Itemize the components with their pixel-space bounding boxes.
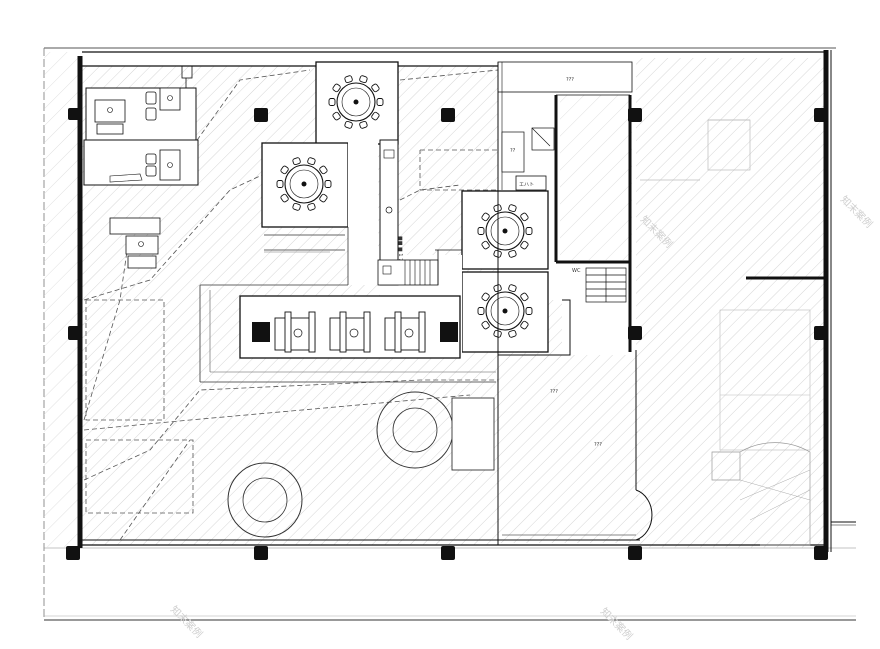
- chair: [481, 212, 490, 222]
- chair: [520, 320, 529, 330]
- chair: [307, 202, 316, 211]
- chair: [508, 249, 517, 258]
- table-turntable: [490, 216, 520, 246]
- chair: [328, 98, 336, 106]
- chair: [508, 204, 517, 213]
- chair: [344, 75, 353, 84]
- core-label: ■■ ■ 1 7: [397, 236, 403, 261]
- label-room-b: ???: [594, 442, 602, 448]
- chair: [477, 227, 485, 235]
- chair: [344, 120, 353, 129]
- chair: [371, 111, 380, 121]
- round-tables: [276, 75, 533, 338]
- watermark-2: 知末案例: [838, 193, 875, 230]
- chair: [525, 227, 533, 235]
- chair: [307, 157, 316, 166]
- left-exterior-hatch: [44, 52, 78, 547]
- middle-rooms: [497, 61, 653, 545]
- chair: [520, 212, 529, 222]
- table-center: [502, 308, 508, 314]
- chair: [508, 329, 517, 338]
- table-center: [353, 99, 359, 105]
- watermark-4: 知末案例: [598, 605, 635, 642]
- stair-small: [585, 267, 627, 303]
- booth-row: [239, 295, 461, 359]
- chair: [371, 83, 380, 93]
- right-zone: [640, 119, 826, 546]
- label-counter: エハト: [519, 182, 534, 188]
- right-upper-hatch: [560, 95, 632, 260]
- chair: [280, 165, 289, 175]
- right-floor-hatch: [636, 58, 826, 548]
- middle-floor-hatch: [498, 355, 638, 543]
- table-center: [301, 181, 307, 187]
- table-center: [502, 228, 508, 234]
- exterior-walls: [77, 50, 856, 552]
- label-top-room: ???: [566, 77, 574, 83]
- room-labels: ??? ?? エハト WC ??? ???: [510, 77, 602, 448]
- chair: [508, 284, 517, 293]
- table-turntable: [289, 169, 319, 199]
- chair: [292, 202, 301, 211]
- chair: [292, 157, 301, 166]
- chair: [332, 111, 341, 121]
- round-table-1: [328, 75, 384, 129]
- chair: [280, 193, 289, 203]
- chair: [520, 292, 529, 302]
- chair: [276, 180, 284, 188]
- table-turntable: [490, 296, 520, 326]
- chair: [477, 307, 485, 315]
- chair: [376, 98, 384, 106]
- chair: [481, 292, 490, 302]
- office-area: [83, 65, 199, 269]
- label-room-a: ???: [550, 389, 558, 395]
- chair: [319, 193, 328, 203]
- chair: [332, 83, 341, 93]
- round-table-3: [477, 204, 533, 258]
- chair: [359, 75, 368, 84]
- watermark-3: 知末案例: [168, 603, 205, 640]
- chair: [324, 180, 332, 188]
- table-turntable: [341, 87, 371, 117]
- round-table-2: [276, 157, 332, 211]
- chair: [481, 240, 490, 250]
- chair: [359, 120, 368, 129]
- label-wc: WC: [572, 268, 581, 274]
- chair: [525, 307, 533, 315]
- chair: [319, 165, 328, 175]
- circular-features: [227, 391, 495, 538]
- chair: [481, 320, 490, 330]
- round-table-4: [477, 284, 533, 338]
- chair: [520, 240, 529, 250]
- label-mid-room: ??: [510, 148, 516, 154]
- service-core: ■■ ■ 1 7: [377, 139, 462, 286]
